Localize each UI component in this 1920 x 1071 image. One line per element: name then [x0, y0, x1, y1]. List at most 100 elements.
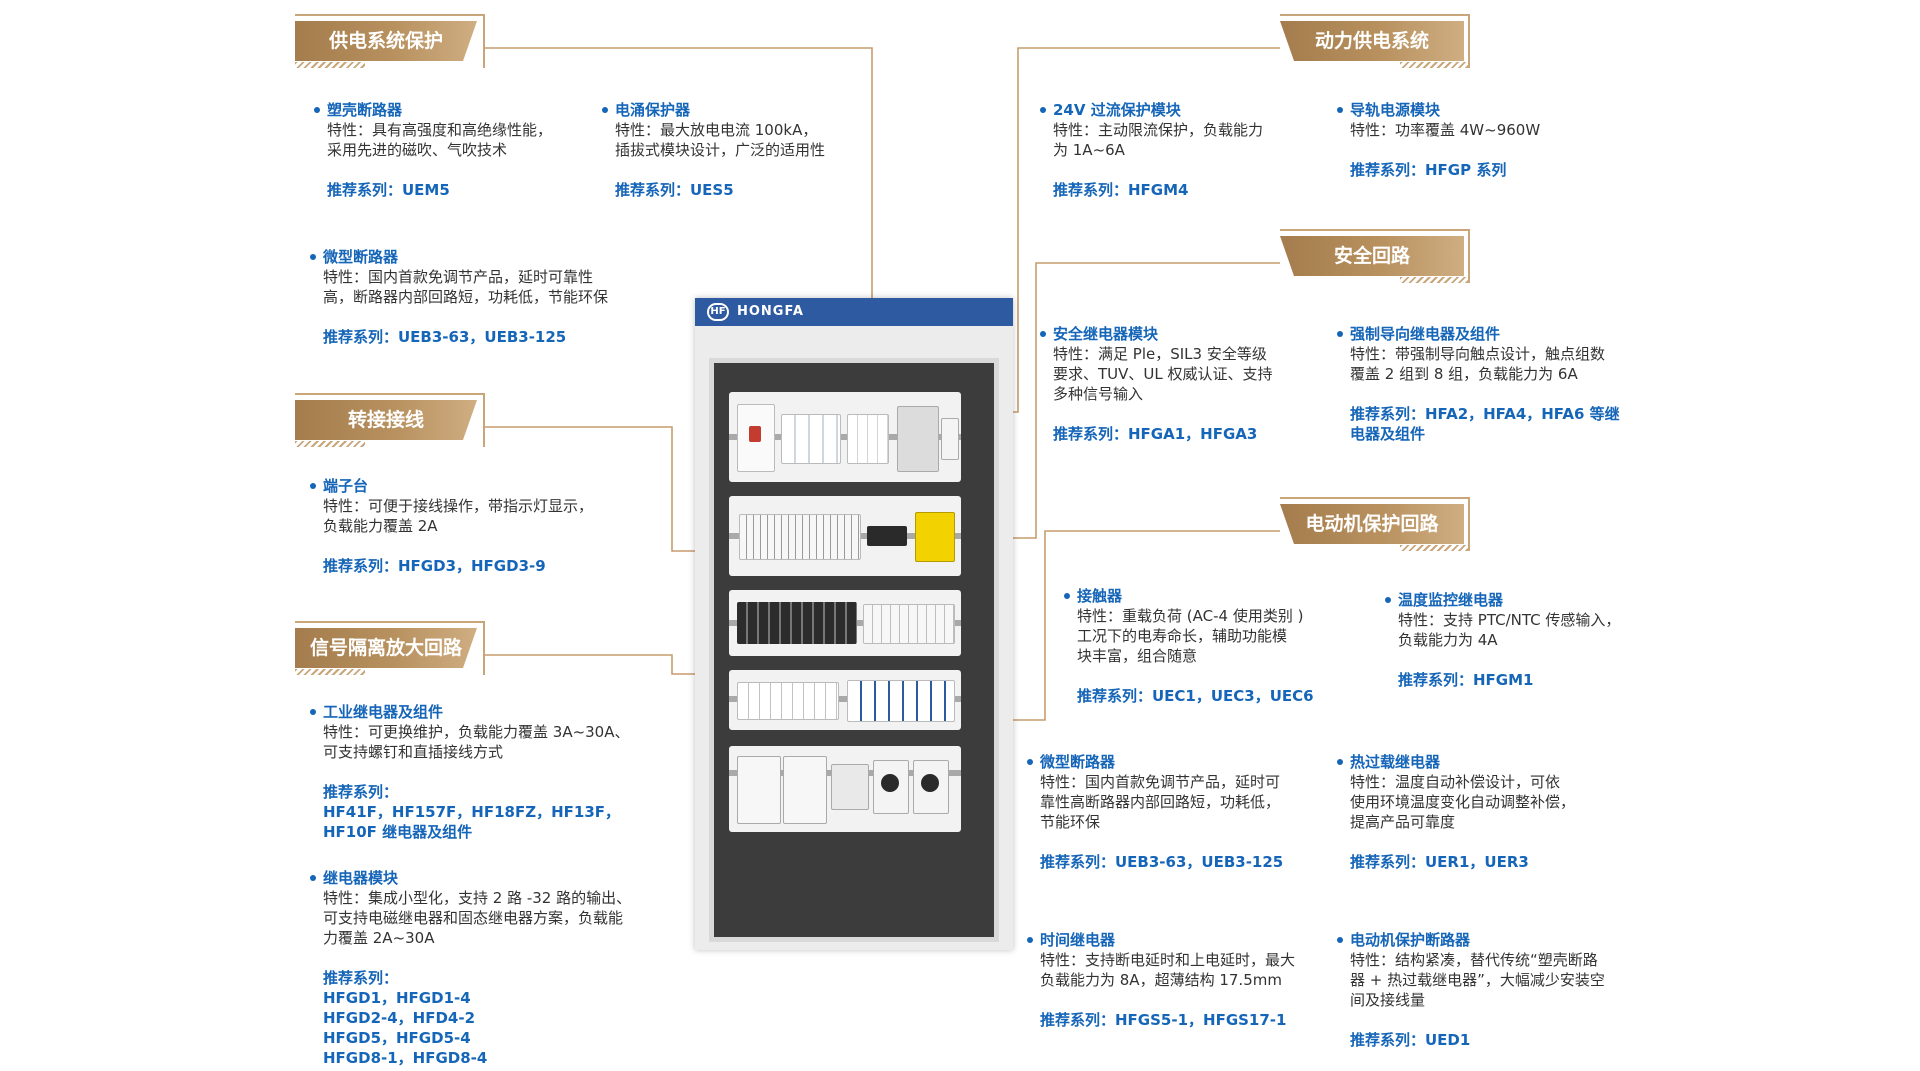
item-desc: 器 + 热过载继电器”，大幅减少安装空	[1350, 971, 1605, 989]
item-desc: 块丰富，组合随意	[1077, 647, 1198, 665]
mccb-handle	[749, 426, 761, 442]
cabinet-row-terminals	[729, 496, 961, 576]
item-recommend: 推荐系列：UEB3-63，UEB3-125	[1040, 853, 1284, 871]
item-name: 24V 过流保护模块	[1039, 100, 1263, 120]
section-title: 转接接线	[295, 400, 477, 440]
item-desc: 特性：集成小型化，支持 2 路 -32 路的输出、	[323, 889, 632, 907]
item-desc: 插拔式模块设计，广泛的适用性	[615, 141, 826, 159]
hongfa-logo-icon: HF	[707, 303, 729, 321]
item-desc: 特性：结构紧凑，替代传统“塑壳断路	[1350, 951, 1598, 969]
item-name: 接触器	[1064, 586, 1314, 606]
item-terminal: 端子台 特性：可便于接线操作，带指示灯显示， 负载能力覆盖 2A 推荐系列：HF…	[309, 476, 594, 576]
item-desc: 为 1A~6A	[1053, 141, 1125, 159]
terminal-blocks	[739, 514, 861, 560]
overcurrent-module	[941, 418, 959, 460]
item-name: 工业继电器及组件	[310, 702, 630, 722]
section-adapter-wiring: 转接接线	[295, 393, 485, 447]
item-desc: 覆盖 2 组到 8 组，负载能力为 6A	[1350, 365, 1578, 383]
item-recommend: 推荐系列：UEB3-63，UEB3-125	[323, 328, 567, 346]
item-desc: 负载能力为 8A，超薄结构 17.5mm	[1040, 971, 1282, 989]
item-desc: 特性：具有高强度和高绝缘性能，	[327, 121, 553, 139]
control-cabinet: HF HONGFA	[695, 298, 1013, 950]
item-desc: 特性：支持断电延时和上电延时，最大	[1040, 951, 1296, 969]
item-recommend: 推荐系列：HFGM1	[1398, 671, 1534, 689]
item-desc: 高，断路器内部回路短，功耗低，节能环保	[323, 288, 609, 306]
item-mccb: 塑壳断路器 特性：具有高强度和高绝缘性能， 采用先进的磁吹、气吹技术 推荐系列：…	[313, 100, 553, 200]
item-desc: 力覆盖 2A~30A	[323, 929, 435, 947]
section-safety-circuit: 安全回路	[1280, 229, 1470, 283]
psu-device	[897, 406, 939, 472]
din-rail	[729, 696, 961, 702]
item-recommend: 推荐系列：UER1，UER3	[1350, 853, 1529, 871]
item-desc: 特性：主动限流保护，负载能力	[1053, 121, 1264, 139]
item-desc: 采用先进的磁吹、气吹技术	[327, 141, 508, 159]
item-motor-breaker: 电动机保护断路器 特性：结构紧凑，替代传统“塑壳断路 器 + 热过载继电器”，大…	[1337, 930, 1605, 1050]
item-desc: 特性：温度自动补偿设计，可依	[1350, 773, 1561, 791]
cabinet-row-relays	[729, 590, 961, 656]
mcb-group	[781, 414, 841, 464]
item-time-relay: 时间继电器 特性：支持断电延时和上电延时，最大 负载能力为 8A，超薄结构 17…	[1026, 930, 1296, 1030]
item-name: 塑壳断路器	[313, 100, 552, 120]
item-name: 热过载继电器	[1336, 752, 1575, 772]
item-desc: 特性：国内首款免调节产品，延时可	[1040, 773, 1281, 791]
motor-breaker-knob	[881, 774, 899, 792]
item-desc: 负载能力为 4A	[1398, 631, 1498, 649]
relay-blocks	[737, 682, 839, 720]
item-desc: 靠性高断路器内部回路短，功耗低，	[1040, 793, 1281, 811]
item-name: 温度监控继电器	[1384, 590, 1620, 610]
item-desc: 可支持螺钉和直插接线方式	[323, 743, 504, 761]
recommend-line: 推荐系列：	[323, 783, 399, 801]
item-desc: 提高产品可靠度	[1350, 813, 1456, 831]
item-desc: 间及接线量	[1350, 991, 1426, 1009]
recommend-line: HFGD5，HFGD5-4	[323, 1029, 471, 1047]
item-name: 微型断路器	[1026, 752, 1283, 772]
item-name: 安全继电器模块	[1040, 324, 1273, 344]
section-signal-isolation: 信号隔离放大回路	[295, 621, 485, 675]
item-name: 继电器模块	[309, 868, 631, 888]
item-desc: 要求、TUV、UL 权威认证、支持	[1053, 365, 1273, 383]
item-name: 端子台	[309, 476, 593, 496]
section-title: 供电系统保护	[295, 21, 477, 61]
item-desc: 节能环保	[1040, 813, 1101, 831]
item-desc: 特性：可更换维护，负载能力覆盖 3A~30A、	[323, 723, 630, 741]
item-rail-psu: 导轨电源模块 特性：功率覆盖 4W~960W 推荐系列：HFGP 系列	[1336, 100, 1540, 180]
motor-breaker-knob	[921, 774, 939, 792]
item-thermal-relay: 热过载继电器 特性：温度自动补偿设计，可依 使用环境温度变化自动调整补偿， 提高…	[1336, 752, 1576, 872]
item-name: 时间继电器	[1026, 930, 1295, 950]
item-recommend: 推荐系列：HFGP 系列	[1350, 161, 1507, 179]
safety-relay-device	[915, 512, 955, 562]
item-name: 微型断路器	[309, 247, 608, 267]
recommend-line: HFGD8-1，HFGD8-4	[323, 1049, 488, 1067]
cabinet-row-contactors	[729, 746, 961, 832]
item-recommend: 推荐系列：HFGM4	[1053, 181, 1189, 199]
item-desc: 特性：支持 PTC/NTC 传感输入，	[1398, 611, 1621, 629]
item-desc: 使用环境温度变化自动调整补偿，	[1350, 793, 1576, 811]
item-recommend: 推荐系列： HF41F，HF157F，HF18FZ，HF13F， HF10F 继…	[323, 782, 630, 842]
item-name: 强制导向继电器及组件	[1337, 324, 1620, 344]
section-motor-protection: 电动机保护回路	[1280, 497, 1470, 551]
contactor-device	[737, 756, 781, 824]
recommend-line: HF10F 继电器及组件	[323, 823, 473, 841]
cabinet-header: HF HONGFA	[695, 298, 1013, 326]
section-title: 信号隔离放大回路	[295, 628, 477, 668]
section-power-protection: 供电系统保护	[295, 14, 485, 68]
item-safety-relay: 安全继电器模块 特性：满足 Ple，SIL3 安全等级 要求、TUV、UL 权威…	[1040, 324, 1273, 444]
item-desc: 特性：带强制导向触点设计，触点组数	[1350, 345, 1606, 363]
item-industrial-relay: 工业继电器及组件 特性：可更换维护，负载能力覆盖 3A~30A、 可支持螺钉和直…	[310, 702, 630, 842]
contactor-device	[783, 756, 827, 824]
recommend-line: 电器及组件	[1350, 425, 1426, 443]
din-rail	[729, 434, 961, 440]
recommend-line: HFGD1，HFGD1-4	[323, 989, 471, 1007]
section-power-supply: 动力供电系统	[1280, 14, 1470, 68]
item-recommend: 推荐系列： HFGD1，HFGD1-4 HFGD2-4，HFD4-2 HFGD5…	[323, 968, 631, 1068]
mcb-group	[847, 680, 955, 722]
item-desc: 特性：最大放电电流 100kA，	[615, 121, 818, 139]
item-recommend: 推荐系列：UES5	[615, 181, 734, 199]
item-relay-module: 继电器模块 特性：集成小型化，支持 2 路 -32 路的输出、 可支持电磁继电器…	[309, 868, 632, 1068]
relay-module-group	[737, 602, 857, 644]
item-desc: 特性：可便于接线操作，带指示灯显示，	[323, 497, 594, 515]
item-desc: 工况下的电寿命长，辅助功能模	[1077, 627, 1288, 645]
item-recommend: 推荐系列：HFA2，HFA4，HFA6 等继 电器及组件	[1350, 404, 1620, 444]
item-mcb-right: 微型断路器 特性：国内首款免调节产品，延时可 靠性高断路器内部回路短，功耗低， …	[1026, 752, 1284, 872]
item-recommend: 推荐系列：HFGS5-1，HFGS17-1	[1040, 1011, 1287, 1029]
